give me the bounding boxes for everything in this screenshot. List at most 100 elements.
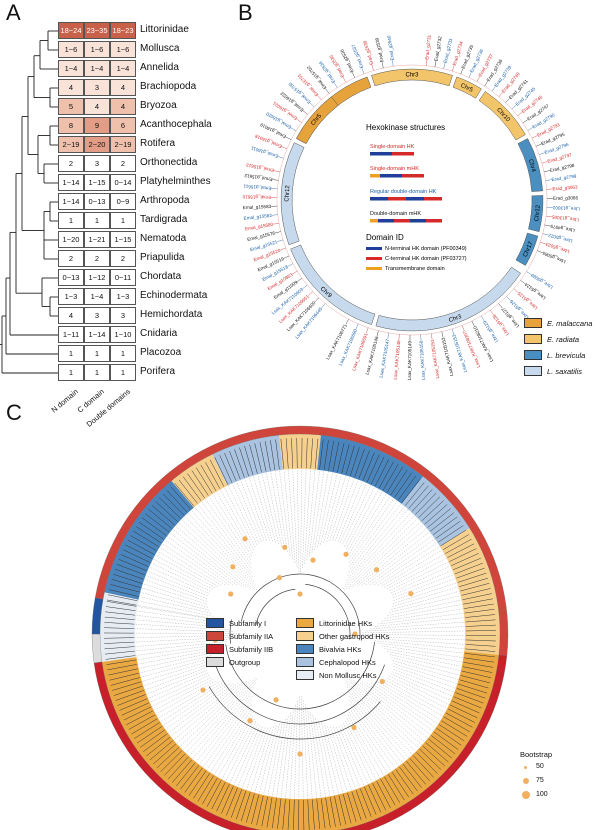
- domain-n-label: N-terminal HK domain (PF00349): [385, 246, 467, 252]
- gene-tick: [540, 242, 546, 245]
- leaf-label-stub: [449, 704, 478, 718]
- leaf-label-stub: [329, 797, 336, 827]
- leaf-connector: [377, 546, 440, 586]
- leaf-connector: [362, 681, 431, 736]
- leaf-label-stub: [193, 773, 210, 799]
- heatmap-cell: 1: [110, 364, 136, 381]
- leaf-label-stub: [368, 785, 382, 813]
- leaf-label-stub: [105, 655, 136, 660]
- leaf-connector: [150, 562, 211, 592]
- heatmap-cell: 4: [58, 79, 84, 96]
- leaf-connector: [391, 591, 460, 610]
- heatmap-cell: 1: [84, 212, 110, 229]
- leaf-label-stub: [378, 461, 394, 489]
- heatmap-cell: 4: [110, 98, 136, 115]
- leaf-label-stub: [413, 755, 434, 778]
- heatmap-cell: 6: [110, 117, 136, 134]
- leaf-label-stub: [370, 456, 385, 485]
- heatmap-cell: 1: [58, 212, 84, 229]
- leaf-connector: [228, 485, 258, 545]
- leaf-label-stub: [430, 512, 455, 532]
- leaf-label-stub: [425, 742, 449, 763]
- group-legend-item: Bivalvia HKs: [296, 644, 361, 654]
- leaf-connector: [309, 711, 322, 798]
- leaf-connector: [387, 599, 462, 616]
- leaf-label-stub: [135, 526, 162, 544]
- leaf-label-stub: [408, 485, 429, 509]
- structure-3-n2: [406, 197, 424, 201]
- leaf-label-stub: [133, 530, 159, 547]
- heatmap-cell: 3: [84, 79, 110, 96]
- taxon-label: Annelida: [140, 62, 179, 73]
- heatmap-cell: 3: [84, 155, 110, 172]
- structure-2-n: [380, 174, 402, 178]
- gene-tick: [272, 179, 279, 181]
- leaf-label-stub: [435, 520, 461, 539]
- leaf-label-stub: [464, 603, 494, 609]
- heatmap-cell: 1: [110, 345, 136, 362]
- bootstrap-node: [352, 631, 358, 637]
- leaf-label-stub: [303, 799, 305, 830]
- leaf-label-stub: [182, 476, 202, 501]
- leaf-label-stub: [399, 766, 418, 792]
- leaf-label-stub: [121, 702, 150, 716]
- chromosome-label: Chr4: [527, 159, 537, 174]
- leaf-connector: [138, 600, 214, 617]
- leaf-connector: [162, 683, 226, 726]
- leaf-connector: [142, 583, 208, 605]
- leaf-connector: [386, 557, 447, 590]
- leaf-label-stub: [156, 747, 179, 769]
- leaf-label-stub: [422, 745, 446, 767]
- leaf-connector: [391, 657, 460, 676]
- leaf-label-stub: [280, 438, 285, 469]
- leaf-connector: [335, 479, 359, 541]
- leaf-label-stub: [171, 759, 192, 783]
- leaf-connector: [348, 503, 402, 572]
- gene-label: Lsax_KAK7105148: [393, 340, 402, 380]
- gene-label: Erad_g2799: [551, 174, 577, 183]
- clade-sector: [279, 434, 321, 470]
- gene-tick: [541, 161, 548, 164]
- gene-label: Erad_g2539: [374, 37, 384, 63]
- leaf-connector: [192, 687, 255, 760]
- species-legend-item: E. radiata: [524, 334, 579, 344]
- leaf-connector: [135, 639, 231, 647]
- heatmap-cell: 1: [58, 345, 84, 362]
- gene-tick: [342, 76, 347, 83]
- leaf-label-stub: [406, 761, 426, 785]
- leaf-label-stub: [131, 718, 158, 735]
- leaf-connector: [248, 477, 270, 541]
- species-name: E. malaccana: [547, 318, 593, 328]
- leaf-label-stub: [428, 738, 452, 759]
- bootstrap-node: [310, 557, 316, 563]
- gene-tick: [302, 110, 308, 115]
- leaf-connector: [167, 536, 234, 585]
- leaf-label-stub: [271, 798, 277, 829]
- leaf-connector: [392, 570, 453, 596]
- leaf-connector: [292, 469, 298, 568]
- gene-label: Erad_g2731: [424, 34, 432, 60]
- leaf-connector: [188, 682, 256, 757]
- heatmap-cell: 1~20: [58, 231, 84, 248]
- leaf-connector: [370, 621, 465, 630]
- gene-label: Lsax_KAK7105149: [407, 341, 413, 381]
- heatmap-cell: 1~21: [84, 231, 110, 248]
- leaf-label-stub: [249, 444, 258, 474]
- gene-tick: [325, 88, 330, 94]
- gene-label: Emal_g15611: [243, 184, 272, 191]
- leaf-label-stub: [138, 521, 164, 540]
- leaf-connector: [366, 636, 465, 641]
- leaf-label-stub: [456, 688, 486, 699]
- leaf-label-stub: [310, 438, 313, 469]
- leaf-label-stub: [109, 672, 139, 681]
- species-legend-item: L. brevicula: [524, 350, 585, 360]
- leaf-label-stub: [462, 593, 492, 601]
- leaf-label-stub: [314, 438, 319, 469]
- gene-label: Lsax_KAK7105147: [379, 338, 391, 378]
- bootstrap-node: [282, 544, 288, 550]
- subfamily-name: Subfamily I: [229, 618, 267, 628]
- heatmap-cell: 1: [84, 345, 110, 362]
- heatmap-cell: 1~4: [58, 60, 84, 77]
- leaf-connector: [393, 663, 458, 684]
